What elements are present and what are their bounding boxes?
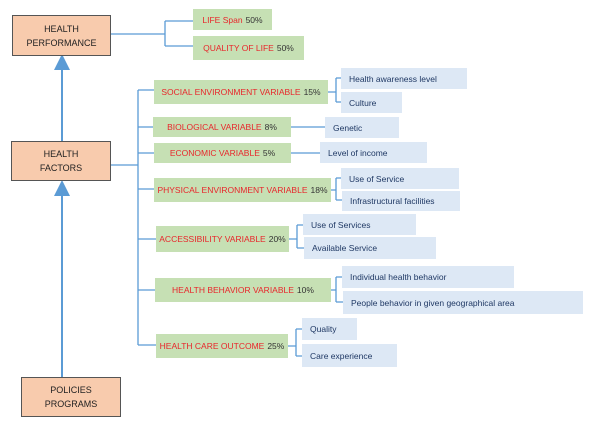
factor-name: HEALTH BEHAVIOR VARIABLE: [172, 285, 294, 295]
factor-name: BIOLOGICAL VARIABLE: [167, 122, 262, 132]
policies-programs-node: POLICIES PROGRAMS: [21, 377, 121, 417]
node-label: PROGRAMS: [44, 399, 98, 409]
item-name: LIFE Span: [202, 14, 243, 25]
sub-item: Genetic: [325, 117, 399, 138]
node-label: POLICIES: [50, 385, 92, 395]
factor-percent: 25%: [267, 341, 285, 351]
factor-percent: 15%: [303, 87, 321, 97]
sub-item: People behavior in given geographical ar…: [343, 291, 583, 314]
item-percent: 50%: [245, 14, 263, 25]
sub-item: Culture: [341, 92, 402, 113]
node-label: FACTORS: [39, 163, 83, 173]
health-performance-node: HEALTH PERFORMANCE: [12, 15, 111, 56]
factor-name: HEALTH CARE OUTCOME: [159, 341, 265, 351]
sub-item: Use of Services: [303, 214, 416, 235]
node-label: HEALTH: [44, 23, 79, 34]
sub-item: Care experience: [302, 344, 397, 367]
sub-item: Individual health behavior: [342, 266, 514, 288]
item-name: QUALITY OF LIFE: [203, 43, 274, 53]
factor-percent: 20%: [268, 234, 286, 244]
factor-name: SOCIAL ENVIRONMENT VARIABLE: [161, 87, 301, 97]
sub-item: Infrastructural facilities: [342, 191, 460, 211]
sub-item: Quality: [302, 318, 357, 340]
node-label: HEALTH: [43, 149, 79, 159]
sub-item: Health awareness level: [341, 68, 467, 89]
sub-item: Level of income: [320, 142, 427, 163]
sub-item: Use of Service: [341, 168, 459, 189]
factor-percent: 10%: [296, 285, 314, 295]
item-percent: 50%: [276, 43, 294, 53]
health-factors-node: HEALTH FACTORS: [11, 141, 111, 181]
node-label: PERFORMANCE: [26, 37, 97, 48]
factor-name: ACCESSIBILITY VARIABLE: [159, 234, 266, 244]
factor-percent: 18%: [310, 185, 328, 195]
factor-name: ECONOMIC VARIABLE: [169, 148, 260, 158]
factor-percent: 5%: [262, 148, 276, 158]
factor-percent: 8%: [264, 122, 277, 132]
factor-name: PHYSICAL ENVIRONMENT VARIABLE: [157, 185, 308, 195]
sub-item: Available Service: [304, 237, 436, 259]
